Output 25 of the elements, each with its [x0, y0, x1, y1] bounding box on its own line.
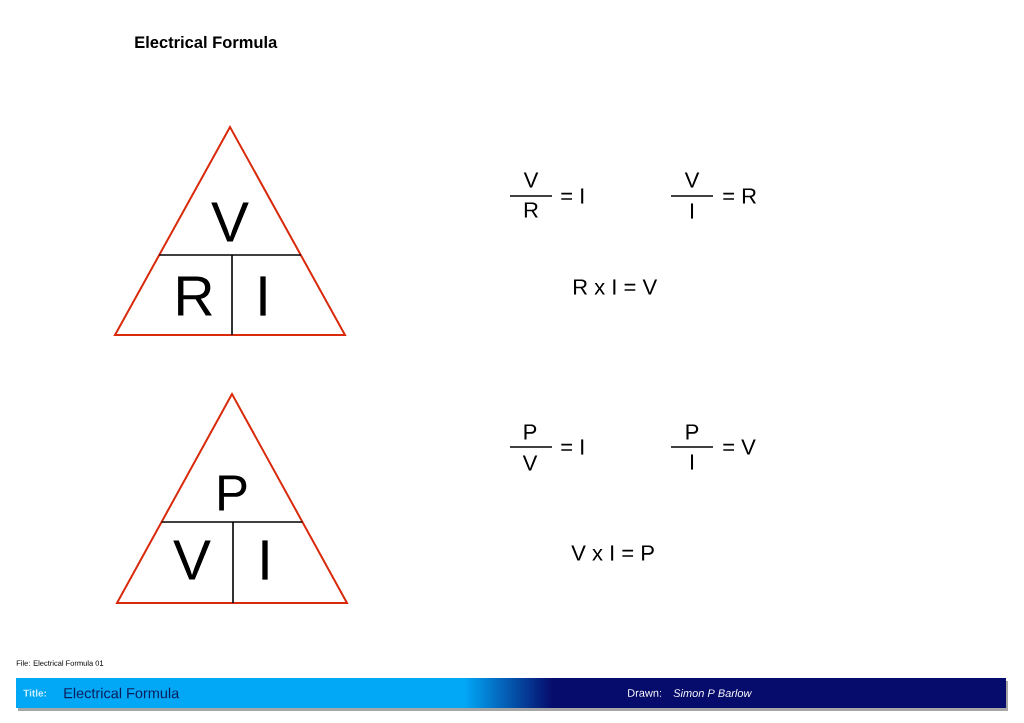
formula-text: R x I = V: [574, 279, 658, 295]
formula-term: P: [524, 424, 537, 440]
formula-term: V: [522, 455, 538, 471]
variable-letter: V: [173, 540, 211, 580]
field-value: Simon P Barlow: [673, 688, 753, 698]
variable-letter: I: [262, 540, 268, 580]
variable-letter: I: [260, 276, 266, 316]
formula-term: R: [524, 202, 538, 218]
variable-letter: P: [219, 475, 247, 511]
formula-term: I: [691, 203, 694, 219]
formula-text: = V: [723, 439, 756, 455]
formula-term: V: [523, 172, 539, 188]
field-label: Title:: [23, 689, 46, 697]
formula-term: V: [684, 172, 700, 188]
formula-text: = I: [561, 188, 584, 204]
formula-text: V x I = P: [571, 545, 654, 561]
field-value: Electrical Formula: [64, 687, 180, 699]
formula-term: P: [686, 424, 699, 440]
formula-term: I: [691, 454, 694, 470]
formula-text: = R: [723, 188, 756, 204]
formula-text: = I: [561, 439, 584, 455]
variable-letter: V: [211, 202, 249, 242]
diagram-title: Electrical Formula: [135, 35, 278, 49]
field-label: Drawn:: [628, 689, 662, 697]
variable-letter: R: [178, 276, 212, 316]
